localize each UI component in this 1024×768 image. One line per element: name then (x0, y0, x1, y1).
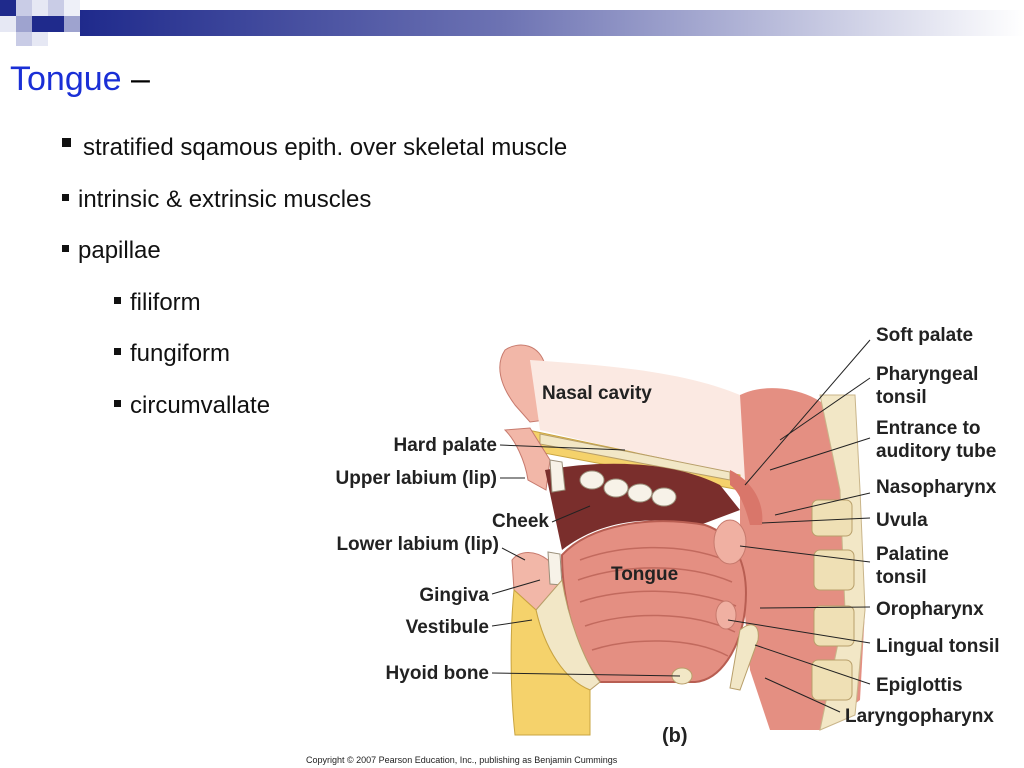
bullet-text: circumvallate (130, 391, 271, 419)
label-gingiva: Gingiva (419, 585, 489, 606)
label-nasal-cavity: Nasal cavity (542, 383, 652, 404)
sub-bullet-item: filiform (62, 287, 567, 339)
label-palatine-tonsil-2: tonsil (876, 567, 927, 588)
label-auditory-tube: Entrance to (876, 418, 981, 439)
vertebra (813, 549, 855, 591)
label-hard-palate: Hard palate (394, 435, 497, 456)
bullet-square-icon (62, 193, 69, 201)
sub-bullet-item: fungiform (62, 338, 567, 390)
palatine-tonsil-shape (713, 519, 747, 565)
epiglottis-shape (729, 624, 759, 691)
label-pharyngeal-tonsil-2: tonsil (876, 387, 927, 408)
label-soft-palate: Soft palate (876, 325, 973, 346)
oral-cavity-figure: Hard palate Upper labium (lip) Cheek Low… (336, 325, 1000, 747)
bullet-text: stratified sqamous epith. over skeletal … (83, 134, 568, 161)
copyright-notice: Copyright © 2007 Pearson Education, Inc.… (306, 755, 618, 765)
incisor-lower (547, 551, 563, 586)
bullet-list: stratified sqamous epith. over skeletal … (62, 132, 567, 441)
panel-label: (b) (662, 725, 688, 747)
header-bar (0, 0, 1024, 46)
leader-lines (491, 339, 871, 713)
bullet-text: intrinsic & extrinsic muscles (78, 185, 372, 213)
title-dash: – (121, 60, 150, 98)
lingual-tonsil-shape (715, 600, 737, 630)
vertebra (811, 499, 853, 537)
label-pharyngeal-tonsil: Pharyngeal (876, 364, 978, 385)
soft-palate-shape (730, 470, 763, 525)
label-tongue: Tongue (611, 564, 678, 585)
label-palatine-tonsil: Palatine (876, 544, 949, 565)
label-hyoid-bone: Hyoid bone (386, 663, 489, 684)
bullet-square-icon (62, 245, 69, 253)
vertebra (813, 605, 855, 647)
bullet-text: filiform (130, 288, 201, 316)
tongue-muscle-fibers (577, 546, 737, 657)
vertebra (811, 659, 853, 701)
sub-bullet-item: circumvallate (62, 390, 567, 442)
label-auditory-tube-2: auditory tube (876, 441, 996, 462)
bullet-item: intrinsic & extrinsic muscles (62, 184, 567, 236)
label-upper-labium: Upper labium (lip) (336, 468, 498, 489)
bullet-item: stratified sqamous epith. over skeletal … (62, 132, 567, 184)
label-epiglottis: Epiglottis (876, 675, 963, 696)
bullet-text: fungiform (130, 340, 231, 367)
chin (510, 588, 591, 736)
bullet-square-icon (114, 399, 121, 407)
label-cheek: Cheek (492, 511, 549, 532)
bullet-text: papillae (78, 237, 161, 264)
label-oropharynx: Oropharynx (876, 599, 984, 620)
nasal-cavity (530, 360, 745, 480)
bullet-square-icon (114, 296, 121, 304)
label-vestibule: Vestibule (406, 617, 489, 638)
label-lower-labium: Lower labium (lip) (336, 534, 499, 555)
upper-teeth (579, 470, 677, 507)
bullet-square-icon (114, 348, 121, 356)
slide-title: Tongue – (10, 60, 150, 99)
bullet-item: papillae (62, 235, 567, 287)
incisor-upper (549, 459, 566, 493)
bullet-square-icon (62, 138, 71, 148)
label-uvula: Uvula (876, 510, 928, 531)
title-text: Tongue (10, 60, 122, 98)
label-laryngopharynx: Laryngopharynx (845, 706, 994, 727)
label-lingual-tonsil: Lingual tonsil (876, 636, 1000, 657)
label-nasopharynx: Nasopharynx (876, 477, 997, 498)
